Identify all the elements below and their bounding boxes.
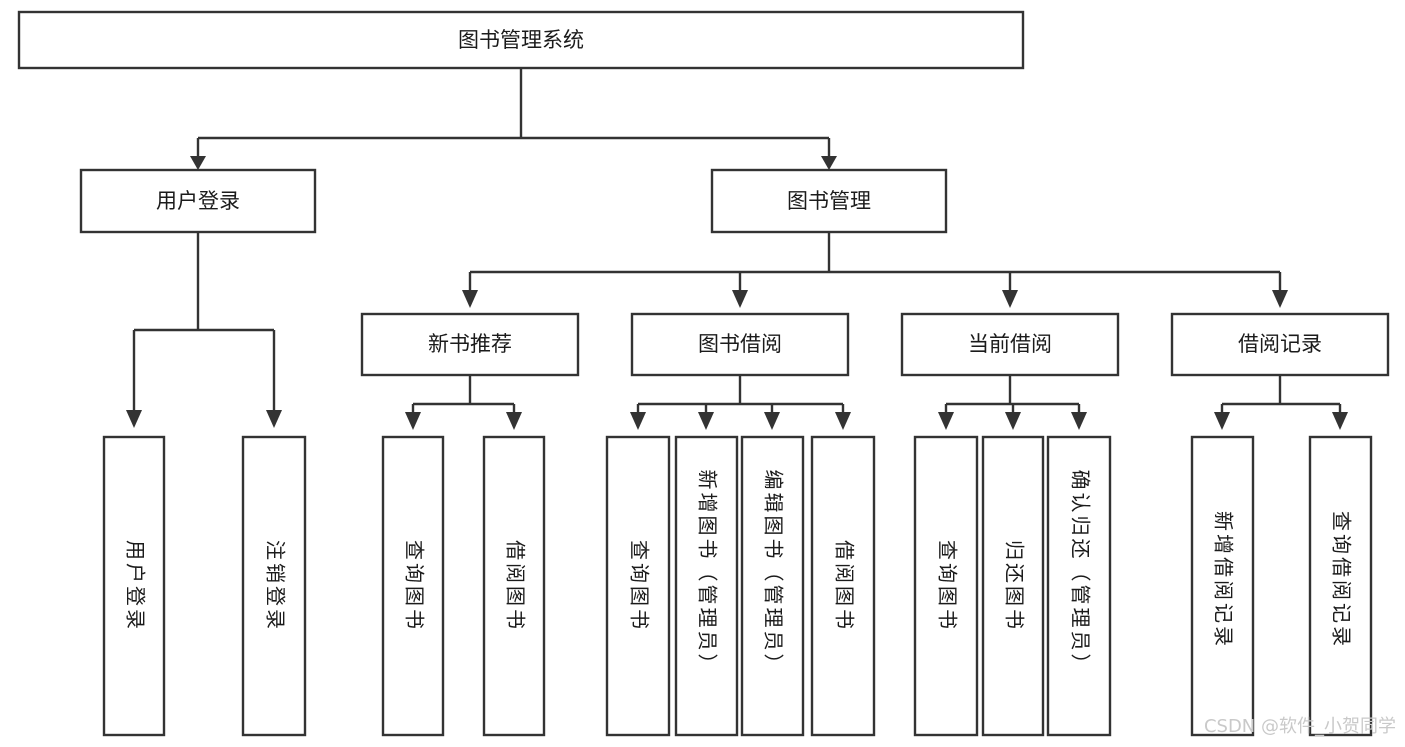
leaf-user-login-1-box[interactable] [102, 435, 166, 737]
arrow-head-book-manage [821, 156, 837, 170]
leaf-book-borrow-2-box[interactable] [674, 435, 739, 737]
node-book-borrow-label: 图书借阅 [698, 332, 782, 356]
arrow-head-leaf-book-borrow-3 [764, 412, 780, 430]
leaf-user-login-2-box[interactable] [241, 435, 307, 737]
arrow-head-book-borrow [732, 290, 748, 308]
node-borrow-record[interactable]: 借阅记录 [1170, 312, 1390, 377]
leaf-current-borrow-2[interactable]: 归还图书 [981, 435, 1045, 737]
node-root[interactable]: 图书管理系统 [17, 10, 1025, 70]
node-borrow-record-box[interactable] [1170, 312, 1390, 377]
leaf-book-borrow-3-label: 编辑图书（管理员） [762, 470, 786, 677]
leaf-current-borrow-2-box[interactable] [981, 435, 1045, 737]
leaf-book-borrow-4-label: 借阅图书 [833, 540, 857, 632]
arrow-head-leaf-current-borrow-3 [1071, 412, 1087, 430]
node-new-book-recommend-label: 新书推荐 [428, 332, 512, 356]
leaf-book-borrow-1[interactable]: 查询图书 [605, 435, 671, 737]
arrow-head-leaf-user-login-2 [266, 410, 282, 428]
leaf-current-borrow-3-box[interactable] [1046, 435, 1112, 737]
node-book-manage-label: 图书管理 [787, 189, 871, 213]
csdn-watermark: CSDN @软件_小贺同学 [1204, 716, 1396, 737]
leaf-book-borrow-3-box[interactable] [740, 435, 805, 737]
node-user-login-box[interactable] [79, 168, 317, 234]
leaf-user-login-2[interactable]: 注销登录 [241, 435, 307, 737]
arrow-head-leaf-current-borrow-1 [938, 412, 954, 430]
node-new-book-recommend[interactable]: 新书推荐 [360, 312, 580, 377]
leaf-current-borrow-3-label: 确认归还（管理员） [1069, 470, 1093, 677]
node-current-borrow-box[interactable] [900, 312, 1120, 377]
node-new-book-recommend-box[interactable] [360, 312, 580, 377]
arrow-head-leaf-new-book-1 [405, 412, 421, 430]
leaf-borrow-record-2-label: 查询借阅记录 [1330, 511, 1354, 649]
leaf-new-book-1-label: 查询图书 [403, 540, 427, 632]
arrow-head-leaf-new-book-2 [506, 412, 522, 430]
leaf-new-book-2[interactable]: 借阅图书 [482, 435, 546, 737]
leaf-book-borrow-1-box[interactable] [605, 435, 671, 737]
leaf-new-book-2-label: 借阅图书 [504, 540, 528, 632]
arrow-head-leaf-book-borrow-4 [835, 412, 851, 430]
leaf-borrow-record-2[interactable]: 查询借阅记录 [1308, 435, 1373, 737]
leaf-book-borrow-3[interactable]: 编辑图书（管理员） [740, 435, 805, 737]
leaf-new-book-2-box[interactable] [482, 435, 546, 737]
leaf-user-login-1-label: 用户登录 [124, 540, 148, 632]
leaf-current-borrow-3[interactable]: 确认归还（管理员） [1046, 435, 1112, 737]
arrow-head-new-book [462, 290, 478, 308]
leaf-book-borrow-2[interactable]: 新增图书（管理员） [674, 435, 739, 737]
node-user-login-label: 用户登录 [156, 189, 240, 213]
leaf-borrow-record-1[interactable]: 新增借阅记录 [1190, 435, 1255, 737]
arrow-head-leaf-current-borrow-2 [1005, 412, 1021, 430]
arrow-head-leaf-book-borrow-1 [630, 412, 646, 430]
leaf-borrow-record-1-box[interactable] [1190, 435, 1255, 737]
arrow-head-user-login [190, 156, 206, 170]
leaf-book-borrow-2-label: 新增图书（管理员） [696, 470, 720, 677]
leaf-current-borrow-1[interactable]: 查询图书 [913, 435, 979, 737]
node-book-borrow[interactable]: 图书借阅 [630, 312, 850, 377]
leaf-book-borrow-1-label: 查询图书 [628, 540, 652, 632]
leaf-current-borrow-2-label: 归还图书 [1003, 540, 1027, 632]
arrow-head-leaf-user-login-1 [126, 410, 142, 428]
node-book-borrow-box[interactable] [630, 312, 850, 377]
node-book-manage-box[interactable] [710, 168, 948, 234]
arrow-head-leaf-borrow-record-1 [1214, 412, 1230, 430]
node-root-label: 图书管理系统 [458, 28, 584, 52]
arrow-head-leaf-book-borrow-2 [698, 412, 714, 430]
node-book-manage[interactable]: 图书管理 [710, 168, 948, 234]
node-user-login[interactable]: 用户登录 [79, 168, 317, 234]
node-borrow-record-label: 借阅记录 [1238, 332, 1322, 356]
node-current-borrow-label: 当前借阅 [968, 332, 1052, 356]
node-root-box[interactable] [17, 10, 1025, 70]
arrow-head-current-borrow [1002, 290, 1018, 308]
leaf-borrow-record-2-box[interactable] [1308, 435, 1373, 737]
leaf-book-borrow-4-box[interactable] [810, 435, 876, 737]
connector-layer [126, 68, 1348, 430]
leaf-user-login-1[interactable]: 用户登录 [102, 435, 166, 737]
leaf-current-borrow-1-box[interactable] [913, 435, 979, 737]
leaf-new-book-1[interactable]: 查询图书 [381, 435, 445, 737]
leaf-new-book-1-box[interactable] [381, 435, 445, 737]
leaf-borrow-record-1-label: 新增借阅记录 [1212, 511, 1236, 649]
arrow-head-leaf-borrow-record-2 [1332, 412, 1348, 430]
arrow-head-borrow-record [1272, 290, 1288, 308]
leaf-current-borrow-1-label: 查询图书 [936, 540, 960, 632]
node-current-borrow[interactable]: 当前借阅 [900, 312, 1120, 377]
leaf-user-login-2-label: 注销登录 [264, 540, 288, 632]
leaf-book-borrow-4[interactable]: 借阅图书 [810, 435, 876, 737]
